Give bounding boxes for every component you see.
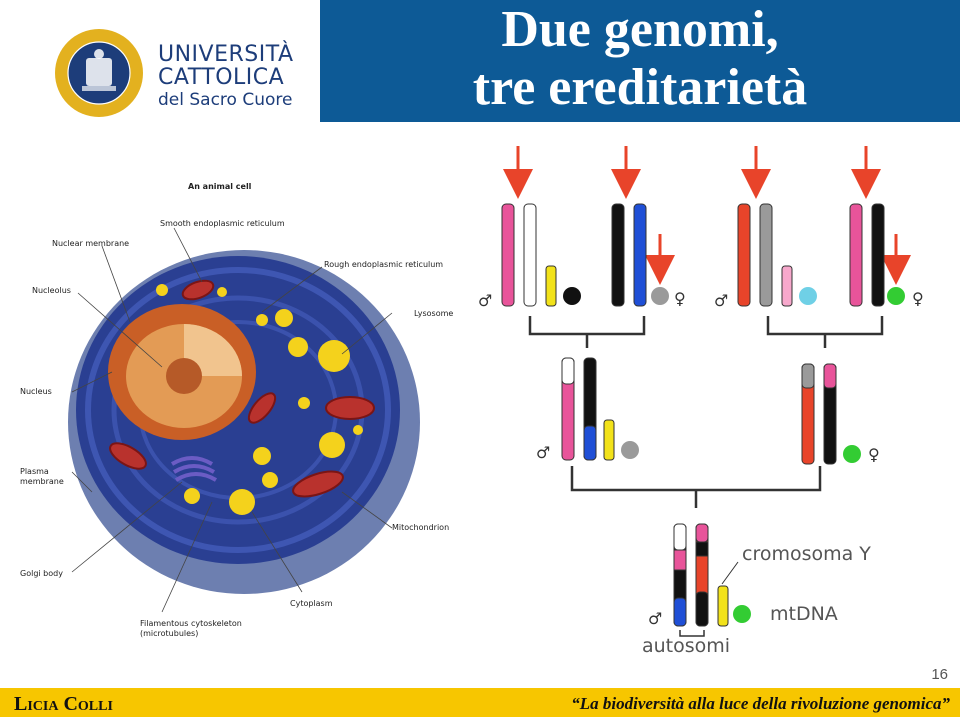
label-plasma-1: Plasma bbox=[20, 467, 49, 476]
y-chromosome-label: cromosoma Y bbox=[742, 543, 871, 565]
female-symbol-3: ♀ bbox=[868, 445, 880, 464]
footer-bar: Licia Colli “La biodiversità alla luce d… bbox=[0, 688, 960, 717]
label-cytoplasm: Cytoplasm bbox=[290, 599, 333, 608]
label-mitochondrion: Mitochondrion bbox=[392, 523, 449, 532]
grandmother-paternal: ♀ bbox=[611, 203, 686, 308]
nucleolus bbox=[166, 358, 202, 394]
child: ♂ bbox=[648, 523, 751, 637]
slide-title: Due genomi, tre ereditarietà bbox=[320, 0, 960, 122]
university-seal-icon bbox=[55, 29, 143, 117]
label-plasma-2: membrane bbox=[20, 477, 64, 486]
inheritance-diagram: ♂ ♀ ♂ ♀ ♂ bbox=[478, 146, 924, 657]
cell-caption: An animal cell bbox=[188, 182, 252, 191]
male-symbol-4: ♂ bbox=[648, 609, 662, 628]
autosomes-label: autosomi bbox=[642, 635, 730, 657]
label-rough-er: Rough endoplasmic reticulum bbox=[324, 260, 443, 269]
bracket-bottom bbox=[570, 466, 822, 492]
label-filamentous-2: (microtubules) bbox=[140, 629, 198, 638]
label-nucleus: Nucleus bbox=[20, 387, 52, 396]
university-line2: CATTOLICA bbox=[158, 65, 285, 90]
university-logo: UNIVERSITÀ CATTOLICA del Sacro Cuore bbox=[0, 0, 320, 122]
mitochondrion bbox=[325, 396, 375, 420]
title-line1: Due genomi, bbox=[501, 1, 779, 58]
page-number: 16 bbox=[931, 666, 948, 683]
male-symbol-3: ♂ bbox=[536, 443, 550, 462]
female-symbol-2: ♀ bbox=[912, 289, 924, 308]
father: ♂ bbox=[536, 357, 639, 462]
mother: ♀ bbox=[801, 363, 880, 465]
male-symbol-2: ♂ bbox=[714, 291, 728, 310]
title-line2: tre ereditarietà bbox=[472, 59, 808, 116]
university-line1: UNIVERSITÀ bbox=[158, 42, 294, 67]
grandmother-maternal: ♀ bbox=[849, 203, 924, 308]
label-smooth-er: Smooth endoplasmic reticulum bbox=[160, 219, 285, 228]
female-symbol: ♀ bbox=[674, 289, 686, 308]
author-name: Licia Colli bbox=[14, 693, 113, 715]
label-nuclear-membrane: Nuclear membrane bbox=[52, 239, 129, 248]
label-nucleolus: Nucleolus bbox=[32, 286, 71, 295]
bracket-right bbox=[766, 316, 884, 336]
grandfather-paternal: ♂ bbox=[478, 203, 581, 310]
label-lysosome: Lysosome bbox=[414, 309, 453, 318]
male-symbol: ♂ bbox=[478, 291, 492, 310]
label-golgi: Golgi body bbox=[20, 569, 63, 578]
label-filamentous-1: Filamentous cytoskeleton bbox=[140, 619, 242, 628]
animal-cell-diagram: An animal cell Smooth en bbox=[20, 182, 453, 638]
grandfather-maternal: ♂ bbox=[714, 203, 817, 310]
university-name: UNIVERSITÀ CATTOLICA del Sacro Cuore bbox=[158, 44, 294, 109]
university-line3: del Sacro Cuore bbox=[158, 90, 293, 110]
bracket-left bbox=[528, 316, 646, 336]
mtdna-label: mtDNA bbox=[770, 603, 838, 625]
footer-motto: “La biodiversità alla luce della rivoluz… bbox=[571, 694, 950, 713]
